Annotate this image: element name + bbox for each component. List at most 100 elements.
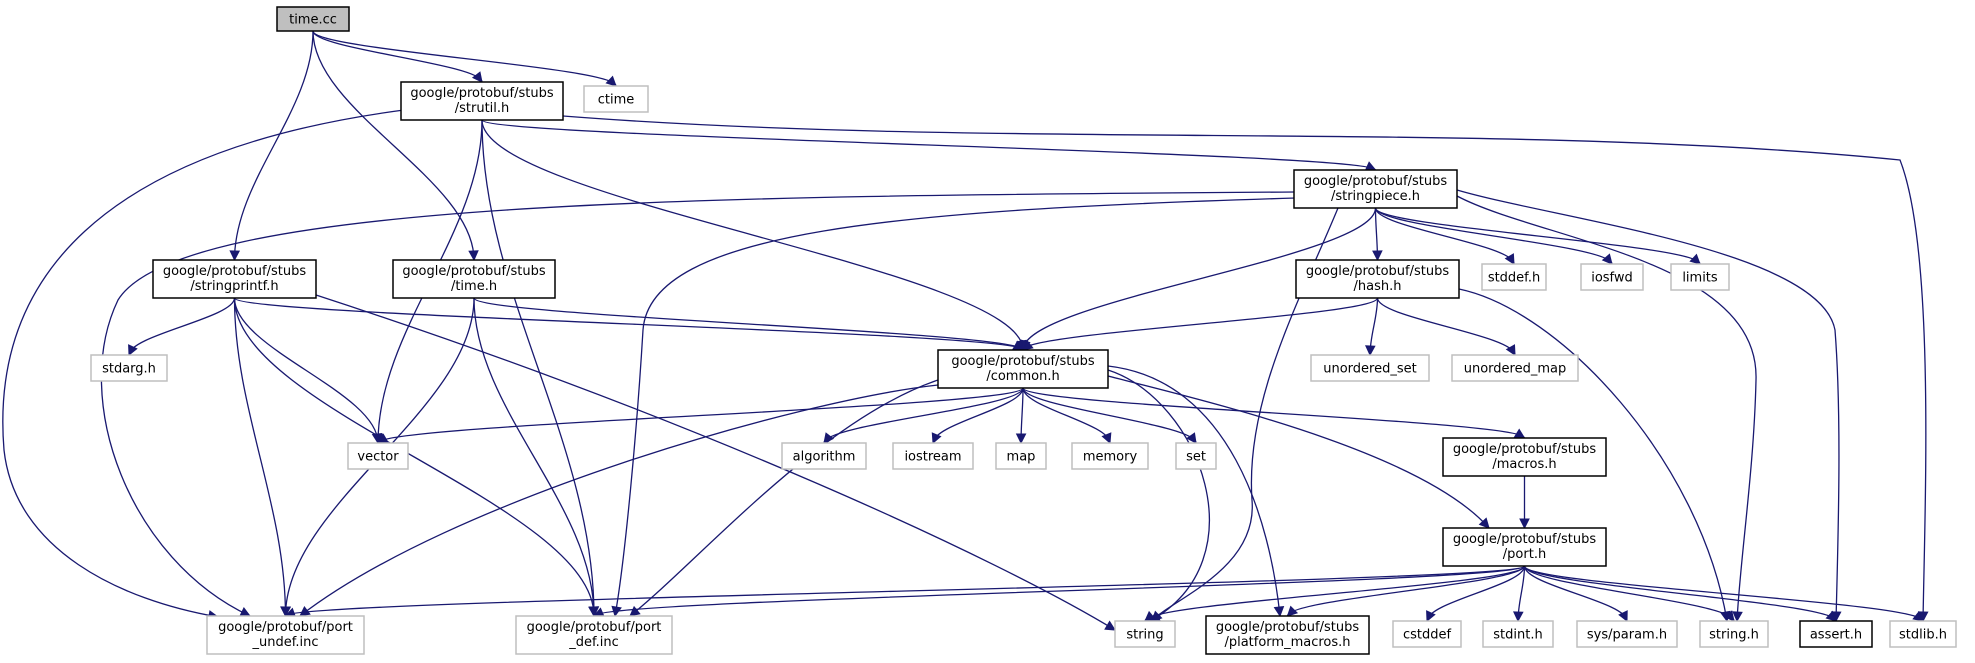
node-stdlib: stdlib.h xyxy=(1889,620,1957,648)
node-label: google/protobuf/port xyxy=(527,620,662,635)
node-stdarg: stdarg.h xyxy=(90,354,168,382)
arrowhead xyxy=(1286,605,1299,617)
edge-port-to-string xyxy=(1144,565,1526,622)
edge-stringprintf-to-common xyxy=(233,297,1024,351)
edge-port-to-cstddef xyxy=(1426,565,1526,623)
edge-time_cc-to-stringprintf xyxy=(229,30,314,262)
node-stringprintf[interactable]: google/protobuf/stubs/stringprintf.h xyxy=(152,259,317,299)
arrowhead xyxy=(1144,610,1156,622)
arrowhead xyxy=(468,250,479,262)
node-label: /time.h xyxy=(451,279,497,294)
node-label: /platform_macros.h xyxy=(1224,635,1350,650)
node-label: google/protobuf/stubs xyxy=(410,86,554,101)
node-label: stdlib.h xyxy=(1899,628,1947,643)
arrowhead xyxy=(1505,344,1516,356)
node-label: string xyxy=(1126,628,1163,643)
edge-common-to-algorithm xyxy=(823,387,1024,444)
node-stdint: stdint.h xyxy=(1482,620,1554,648)
node-label: /stringpiece.h xyxy=(1331,189,1420,204)
node-label: unordered_set xyxy=(1323,362,1416,377)
node-ctime: ctime xyxy=(583,85,649,113)
node-label: unordered_map xyxy=(1464,362,1567,377)
node-label: google/protobuf/stubs xyxy=(1216,620,1360,635)
node-macros[interactable]: google/protobuf/stubs/macros.h xyxy=(1442,437,1607,477)
arrowhead xyxy=(1273,606,1285,618)
edge-stringpiece-to-stddef xyxy=(1374,207,1515,265)
node-iostream: iostream xyxy=(892,442,974,470)
node-port[interactable]: google/protobuf/stubs/port.h xyxy=(1442,527,1607,567)
arrowhead xyxy=(128,344,138,357)
edge-time_cc-to-time_h xyxy=(312,30,479,262)
arrowhead xyxy=(1372,250,1383,262)
edge-time_h-to-common xyxy=(473,297,1024,351)
arrowhead xyxy=(1618,610,1628,623)
node-label: vector xyxy=(357,450,399,465)
edge-common-to-port_def xyxy=(629,379,939,617)
node-label: /port.h xyxy=(1503,547,1546,562)
node-label: _undef.inc xyxy=(252,635,319,650)
arrowhead xyxy=(1601,253,1613,265)
arrowhead xyxy=(299,606,311,617)
node-label: /strutil.h xyxy=(455,101,510,116)
edge-port-to-port_undef xyxy=(284,565,1526,618)
arrowhead xyxy=(1365,345,1376,357)
edge-port-to-port_def xyxy=(592,565,1526,618)
edge-port-to-stdlib xyxy=(1523,565,1924,622)
node-algorithm: algorithm xyxy=(781,442,867,470)
arrowhead xyxy=(239,607,252,617)
edge-hash-to-common xyxy=(1022,297,1379,351)
node-label: sys/param.h xyxy=(1587,628,1667,643)
node-platform-macros[interactable]: google/protobuf/stubs/platform_macros.h xyxy=(1205,615,1370,655)
node-time-h[interactable]: google/protobuf/stubs/time.h xyxy=(392,259,556,299)
node-iosfwd: iosfwd xyxy=(1580,263,1644,291)
edge-strutil-to-port_def xyxy=(481,119,600,618)
node-unordered-set: unordered_set xyxy=(1310,354,1430,382)
node-stddef: stddef.h xyxy=(1481,263,1547,291)
node-limits: limits xyxy=(1670,263,1730,291)
arrowhead xyxy=(1104,620,1116,631)
arrowhead xyxy=(280,606,292,618)
node-label: algorithm xyxy=(793,450,856,465)
edge-common-to-platform_macros xyxy=(1107,365,1285,618)
edge-strutil-to-port_undef xyxy=(2,109,405,621)
arrowhead xyxy=(1478,517,1490,529)
arrowhead xyxy=(1015,433,1027,445)
node-hash[interactable]: google/protobuf/stubs/hash.h xyxy=(1295,259,1460,299)
node-label: time.cc xyxy=(289,13,337,28)
arrowhead xyxy=(1513,428,1526,439)
edge-stringprintf-to-vector xyxy=(233,297,383,445)
node-unordered-map: unordered_map xyxy=(1451,354,1579,382)
node-string: string xyxy=(1114,620,1176,648)
node-label: google/protobuf/port xyxy=(218,620,353,635)
edge-time_h-to-port_def xyxy=(473,297,600,618)
arrowhead xyxy=(1732,611,1743,623)
edges-layer xyxy=(2,30,1929,631)
edge-common-to-map xyxy=(1015,387,1027,445)
arrowhead xyxy=(1825,610,1837,622)
node-time-cc[interactable]: time.cc xyxy=(276,6,350,32)
node-port-def: google/protobuf/port_def.inc xyxy=(515,615,673,655)
node-sysparam: sys/param.h xyxy=(1576,620,1678,648)
arrowhead xyxy=(229,250,241,262)
arrowhead xyxy=(1101,432,1112,445)
edge-time_cc-to-ctime xyxy=(312,30,617,87)
edge-common-to-iostream xyxy=(931,387,1024,445)
edge-strutil-to-stringpiece xyxy=(481,119,1377,172)
node-map: map xyxy=(995,442,1047,470)
node-assert[interactable]: assert.h xyxy=(1799,620,1873,648)
node-strutil[interactable]: google/protobuf/stubs/strutil.h xyxy=(400,81,564,121)
edge-port-to-string_h xyxy=(1523,565,1735,622)
arrowhead xyxy=(1513,611,1524,623)
edge-stringpiece-to-iosfwd xyxy=(1374,207,1613,265)
node-label: map xyxy=(1007,450,1036,465)
arrowhead xyxy=(1723,610,1735,622)
node-label: stddef.h xyxy=(1488,271,1540,286)
arrowhead xyxy=(1912,610,1924,622)
edge-port-to-sysparam xyxy=(1523,565,1628,623)
node-label: /macros.h xyxy=(1492,457,1556,472)
node-common[interactable]: google/protobuf/stubs/common.h xyxy=(937,349,1109,389)
arrowhead xyxy=(1504,253,1515,265)
edge-hash-to-unordered_map xyxy=(1376,297,1516,356)
node-stringpiece[interactable]: google/protobuf/stubs/stringpiece.h xyxy=(1293,169,1458,209)
node-vector: vector xyxy=(347,442,409,470)
